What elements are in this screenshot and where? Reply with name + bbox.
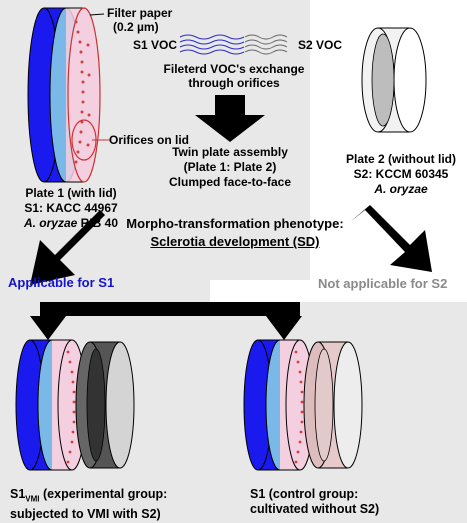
phenotype-name: Sclerotia development (SD) [150, 234, 320, 249]
control-group-label: S1 (control group: cultivated without S2… [250, 487, 380, 516]
s1-voc-waves [179, 34, 245, 55]
filter-paper-label: Filter paper (0.2 µm) [107, 6, 173, 34]
experimental-group-label: S1VMI (experimental group: subjected to … [10, 487, 168, 521]
not-applicable-label: Not applicable for S2 [318, 276, 448, 291]
phenotype-label: Morpho-transformation phenotype: Sclerot… [100, 215, 370, 251]
down-arrow-assembly [195, 95, 265, 142]
applicable-label: Applicable for S1 [8, 275, 115, 290]
orifices-highlight [71, 119, 97, 161]
orifice-dots [74, 20, 91, 164]
plate-2-without-lid [361, 27, 427, 133]
plate-1-label: Plate 1 (with lid) S1: KACC 44967 A. ory… [23, 186, 119, 230]
experimental-plate-assembly [15, 339, 135, 471]
plate-1-strain: RIB 40 [77, 216, 119, 230]
twin-plate-assembly-label: Twin plate assembly (Plate 1: Plate 2) C… [168, 145, 292, 189]
plate-1-species: A. oryzae [23, 216, 78, 230]
s2-voc-waves [244, 34, 288, 55]
plate-2-species: A. oryzae [374, 182, 428, 196]
s1-voc-label: S1 VOC [133, 38, 178, 52]
filter-paper-pointer [89, 13, 105, 16]
plate-2-label: Plate 2 (without lid) S2: KCCM 60345 A. … [346, 152, 456, 196]
arrow-to-applicable [30, 210, 120, 285]
voc-exchange-label: Fileterd VOC's exchange through orifices [163, 62, 305, 90]
control-plate-assembly [243, 339, 363, 471]
orifices-on-lid-label: Orifices on lid [109, 133, 190, 147]
arrow-to-not-applicable [350, 205, 432, 272]
bracket-arrows [30, 302, 302, 340]
s2-voc-label: S2 VOC [298, 38, 343, 52]
plate-1-with-lid [27, 7, 101, 183]
